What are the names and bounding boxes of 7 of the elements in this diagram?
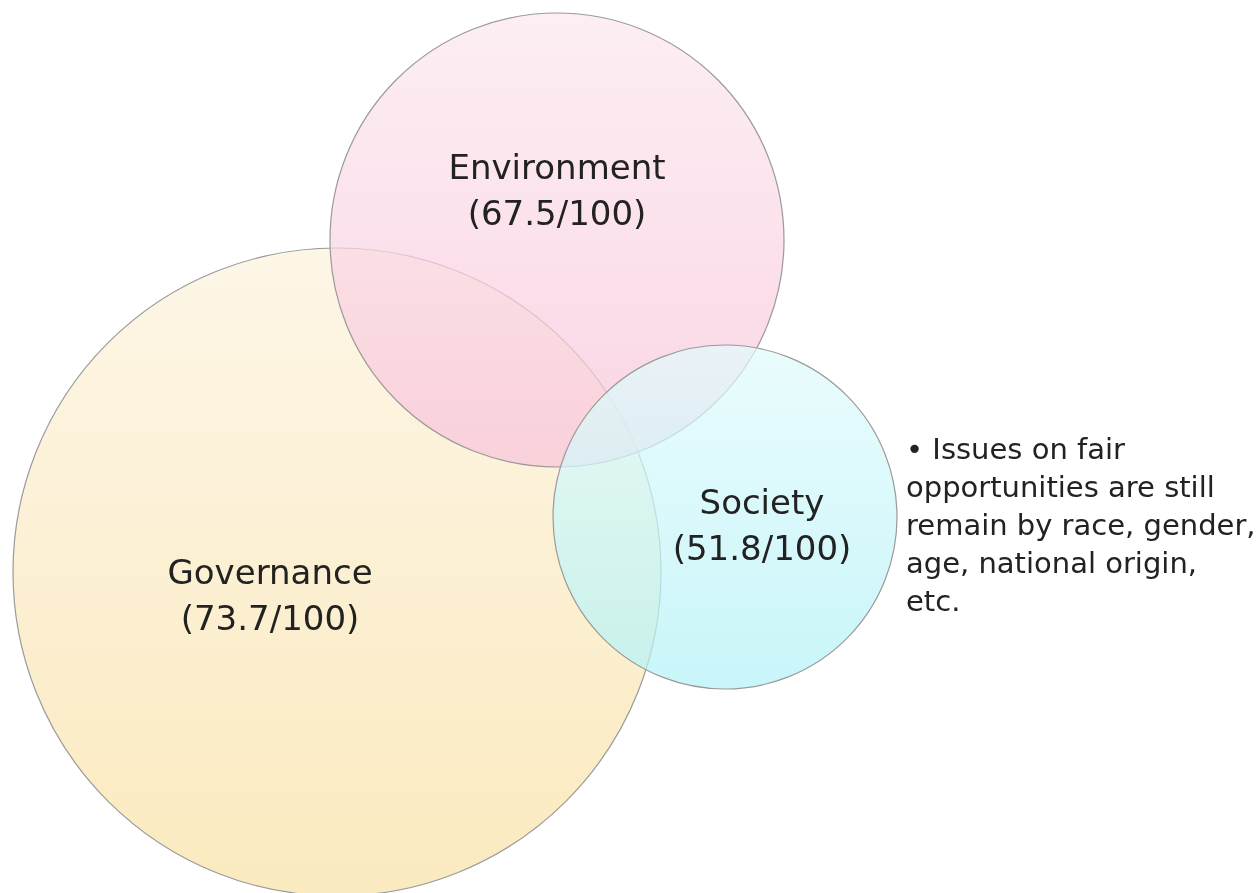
bullet-note: • Issues on fair opportunities are still remain by race, gender, age, national origin, etc. [906, 431, 1256, 620]
score-label: (67.5/100) [467, 192, 647, 235]
category-label: Society [699, 481, 825, 524]
score-label: (73.7/100) [180, 597, 360, 640]
category-label: Environment [448, 146, 666, 189]
score-label: (51.8/100) [672, 527, 852, 570]
category-label: Governance [167, 551, 373, 594]
